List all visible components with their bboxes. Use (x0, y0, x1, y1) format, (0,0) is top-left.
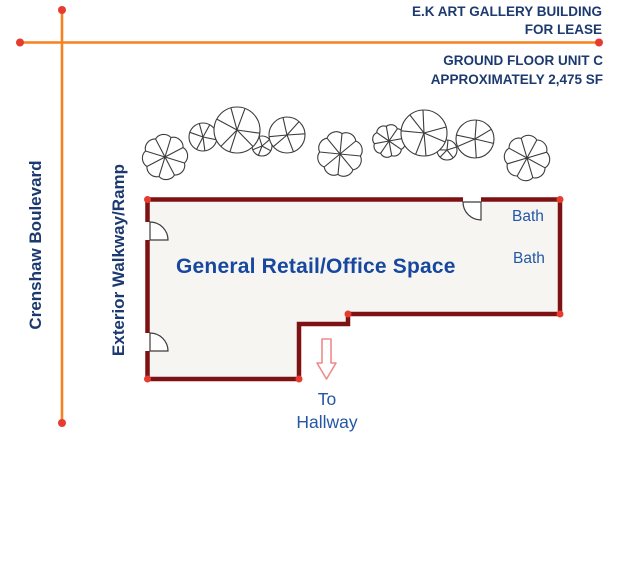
header-title: E.K ART GALLERY BUILDING FOR LEASE (412, 3, 602, 39)
trees-layer (141, 106, 551, 182)
hallway-arrow-icon (316, 338, 337, 380)
hallway-label-line2: Hallway (296, 412, 358, 432)
exterior-walkway-label: Exterior Walkway/Ramp (109, 163, 128, 357)
tree-icon (400, 109, 448, 157)
door-icon (149, 332, 169, 352)
header-subtitle: GROUND FLOOR UNIT C APPROXIMATELY 2,475 … (431, 51, 603, 89)
tree-icon (317, 131, 363, 177)
main-space-label: General Retail/Office Space (176, 255, 456, 278)
unit-wall-path (145, 197, 563, 382)
bath-label-2: Bath (513, 250, 545, 267)
crenshaw-boulevard-label: Crenshaw Boulevard (26, 160, 45, 330)
door-gaps (145, 197, 481, 351)
header-subtitle-line2: APPROXIMATELY 2,475 SF (430, 72, 603, 87)
tree-icon (455, 119, 495, 159)
door-icon (462, 201, 482, 221)
street-lines (16, 6, 603, 427)
tree-icon (268, 116, 306, 154)
tree-icon (503, 134, 551, 182)
wall-vertex-dots (144, 196, 564, 383)
header-title-line1: E.K ART GALLERY BUILDING (411, 4, 602, 19)
bath-label-1: Bath (512, 208, 544, 225)
tree-icon (188, 122, 218, 152)
tree-icon (372, 124, 406, 158)
door-swings (149, 201, 482, 352)
tree-icon (141, 133, 189, 181)
tree-icon (213, 106, 261, 154)
unit-outline (144, 196, 564, 383)
hallway-label-line1: To (317, 389, 337, 409)
header-title-line2: FOR LEASE (524, 22, 602, 37)
hallway-label: To Hallway (277, 388, 377, 434)
street-endpoint-dots (16, 6, 603, 427)
door-icon (149, 221, 169, 241)
header-subtitle-line1: GROUND FLOOR UNIT C (443, 53, 603, 68)
